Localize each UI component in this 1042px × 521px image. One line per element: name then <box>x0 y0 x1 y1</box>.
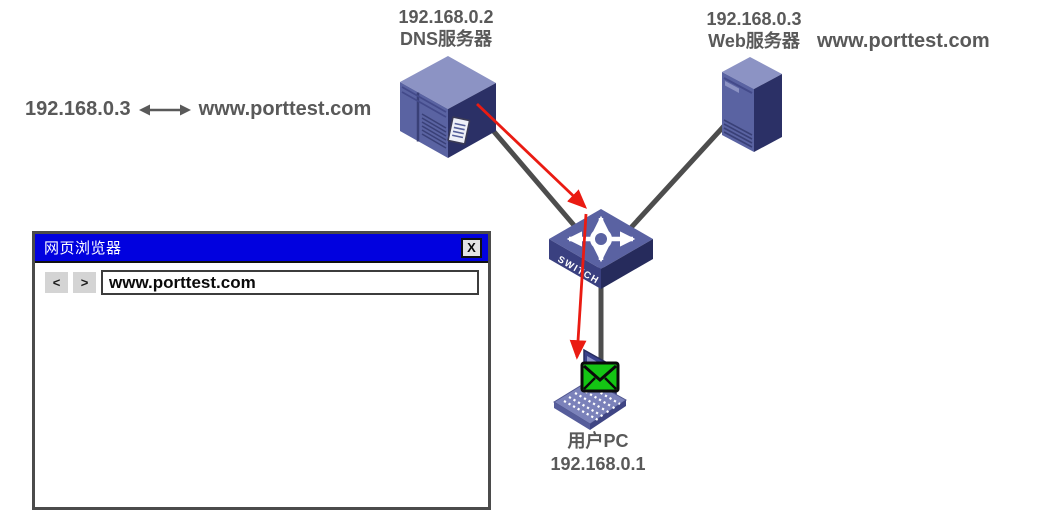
address-input[interactable] <box>101 270 479 295</box>
web-server-node <box>710 52 794 161</box>
user-pc-labels: 用户PC 192.168.0.1 <box>528 430 668 476</box>
dns-mapping-annotation: 192.168.0.3 www.porttest.com <box>25 98 371 121</box>
mapping-domain: www.porttest.com <box>198 98 372 120</box>
web-server-ip: 192.168.0.3 <box>706 9 802 29</box>
dns-server-icon <box>400 56 496 158</box>
dns-server-labels: 192.168.0.2 DNS服务器 <box>380 6 512 50</box>
back-button[interactable]: < <box>45 272 68 293</box>
dns-record-document-icon <box>447 116 471 145</box>
web-server-domain: www.porttest.com <box>817 30 990 52</box>
dns-server-ip: 192.168.0.2 <box>398 7 494 27</box>
mapping-ip: 192.168.0.3 <box>25 98 131 120</box>
dns-server-node <box>396 52 500 165</box>
dns-server-name: DNS服务器 <box>399 29 492 49</box>
web-server-name: Web服务器 <box>708 31 800 51</box>
bidirectional-arrow-icon <box>138 104 191 115</box>
browser-title: 网页浏览器 <box>44 240 122 257</box>
dns-reply-envelope-icon <box>580 361 620 398</box>
browser-toolbar: < > <box>45 270 479 295</box>
switch-icon: SWITCH <box>549 209 653 289</box>
web-server-labels: 192.168.0.3 Web服务器 <box>692 8 816 52</box>
browser-titlebar: 网页浏览器 X <box>35 234 488 263</box>
browser-window: 网页浏览器 X < > <box>32 231 491 510</box>
switch-node: SWITCH <box>547 207 655 298</box>
web-server-icon <box>722 57 782 152</box>
forward-button[interactable]: > <box>73 272 96 293</box>
user-pc-name: 用户PC <box>567 431 629 451</box>
close-button[interactable]: X <box>461 237 482 258</box>
user-pc-ip: 192.168.0.1 <box>550 454 646 474</box>
